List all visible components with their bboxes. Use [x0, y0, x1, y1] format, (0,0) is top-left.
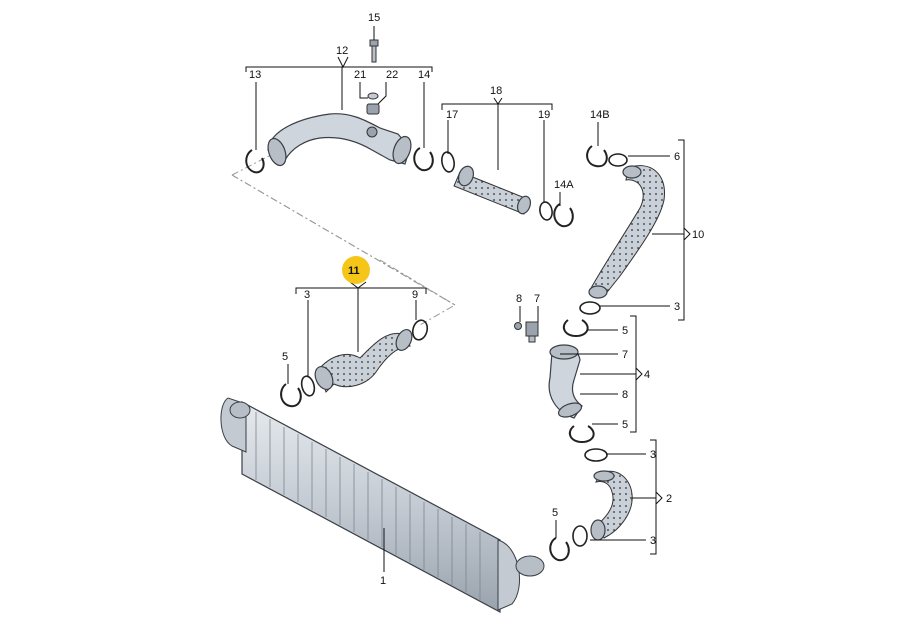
leader-lines	[245, 26, 691, 572]
callout-labels: 15 12 13 21 22 14 18 17 19 14B 14A 6 10 …	[249, 12, 704, 587]
callout-3-middle: 3	[304, 289, 310, 301]
oring-3-hose11	[300, 375, 316, 397]
callout-21: 21	[354, 69, 366, 81]
oring-17	[441, 151, 455, 173]
callout-9: 9	[412, 289, 418, 301]
hose-10	[588, 165, 665, 299]
callout-18: 18	[490, 85, 502, 97]
clamp-5-elbow-top	[562, 319, 589, 338]
clamp-14b	[586, 145, 608, 168]
clamp-5-hose11	[280, 383, 302, 408]
oring-9	[411, 319, 429, 341]
washer-21	[367, 92, 379, 100]
callout-7-sensor: 7	[534, 293, 540, 305]
callout-5-elbow-top: 5	[622, 325, 628, 337]
callout-5-lower: 5	[552, 507, 558, 519]
oring-3-upper-right	[579, 301, 601, 315]
callout-5-elbow-bottom: 5	[622, 419, 628, 431]
upper-charge-hose	[267, 113, 412, 167]
callout-14: 14	[418, 69, 430, 81]
callout-7-elbow: 7	[622, 349, 628, 361]
callout-3-hose2-top: 3	[650, 449, 656, 461]
callout-8-elbow: 8	[622, 389, 628, 401]
screw-8	[514, 322, 522, 330]
hose-11	[314, 329, 413, 393]
callout-15: 15	[368, 12, 380, 24]
clamp-5-elbow-bottom	[568, 425, 595, 444]
callout-22: 22	[386, 69, 398, 81]
clamp-5-lower	[549, 537, 570, 562]
callout-14a: 14A	[554, 179, 574, 191]
callout-17: 17	[446, 109, 458, 121]
callout-2: 2	[666, 493, 672, 505]
intercooler-1	[220, 397, 545, 614]
hose-2	[590, 470, 633, 541]
oring-6	[608, 153, 628, 167]
clamp-14a	[553, 203, 574, 228]
bolt-15	[369, 39, 379, 63]
callout-11: 11	[348, 265, 360, 277]
oring-19	[539, 201, 553, 221]
callout-8-sensor: 8	[516, 293, 522, 305]
callout-13: 13	[249, 69, 261, 81]
oring-3-hose2-top	[584, 448, 608, 462]
elbow-4	[548, 344, 583, 419]
sensor-7	[525, 321, 539, 343]
callout-10: 10	[692, 229, 704, 241]
callout-19: 19	[538, 109, 550, 121]
clamp-13	[245, 149, 265, 174]
hose-18	[453, 165, 532, 215]
grommet-22	[366, 103, 380, 115]
assembly-guide-lines	[231, 139, 456, 326]
oring-3-hose2-bottom	[572, 525, 588, 547]
highlight-marker-11	[342, 256, 370, 284]
callout-3-top-right: 3	[674, 301, 680, 313]
callout-1: 1	[380, 575, 386, 587]
callout-5-hose11: 5	[282, 351, 288, 363]
callout-12: 12	[336, 45, 348, 57]
callout-14b: 14B	[590, 109, 610, 121]
callout-4: 4	[644, 369, 650, 381]
callout-3-hose2-bottom: 3	[650, 535, 656, 547]
clamp-14	[413, 147, 434, 172]
callout-6: 6	[674, 151, 680, 163]
